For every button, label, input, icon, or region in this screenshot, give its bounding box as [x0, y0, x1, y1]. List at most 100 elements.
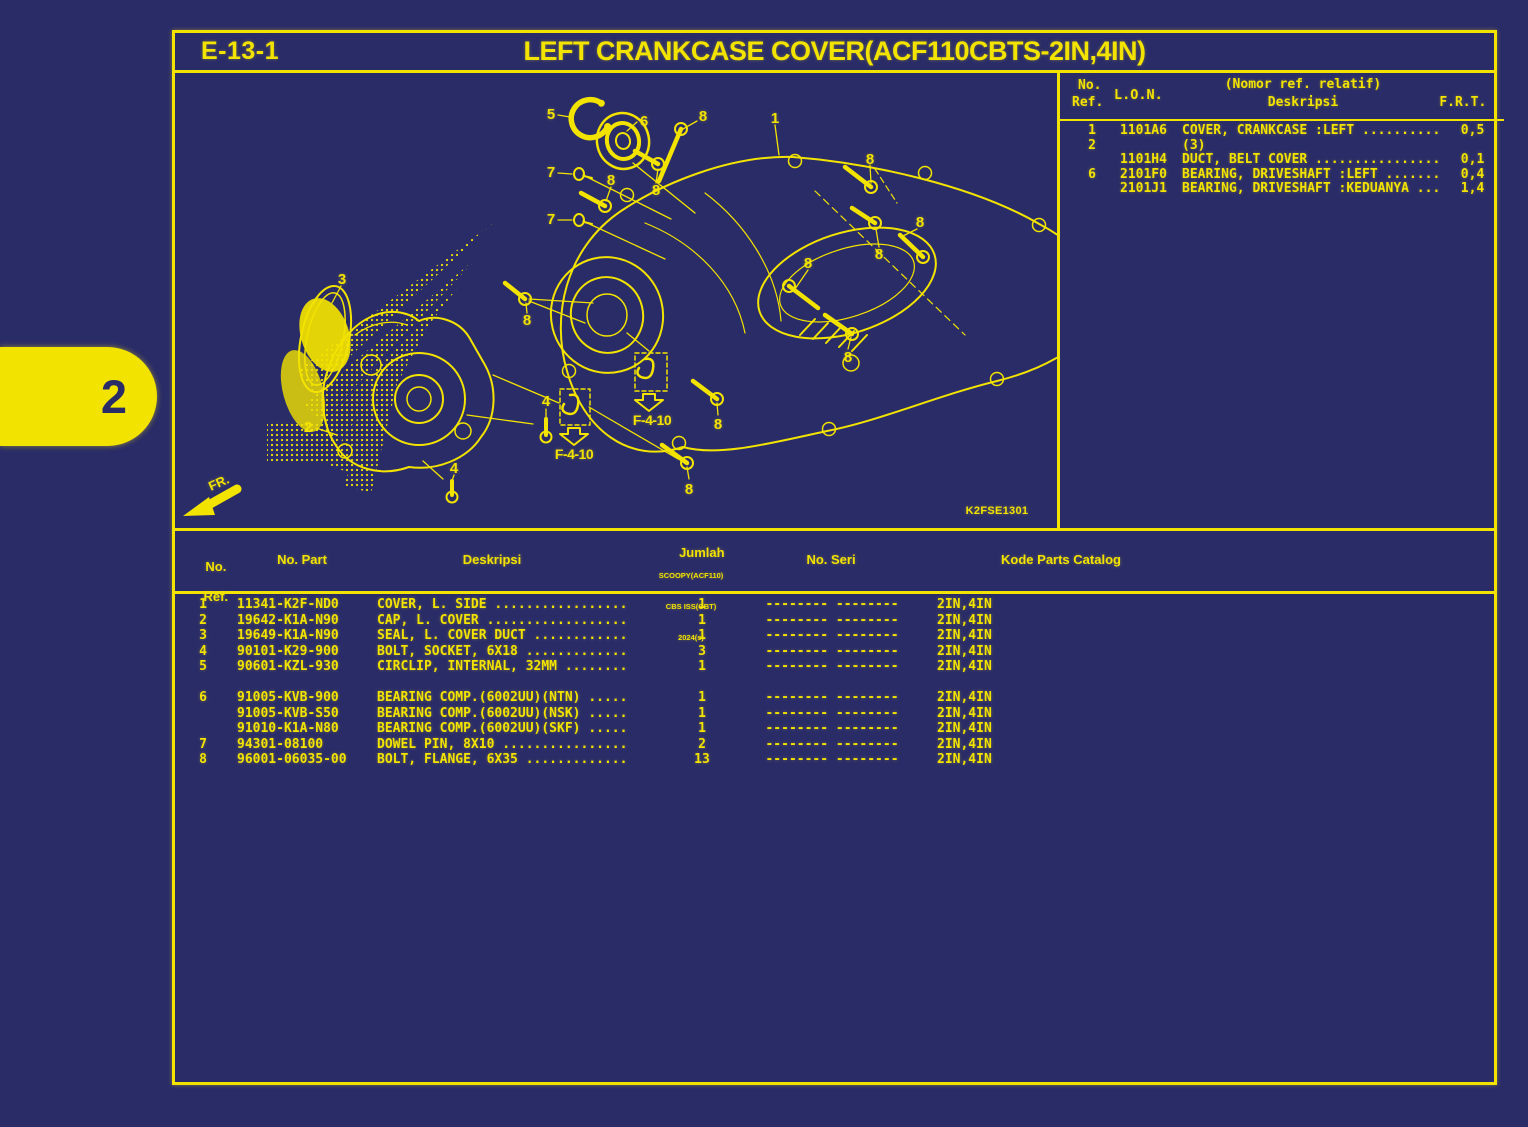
ref-frt: 0,5 — [1460, 123, 1485, 138]
part-kode: 2IN,4IN — [937, 659, 992, 675]
parts-table-rows: 1 11341-K2F-ND0 COVER, L. SIDE .........… — [175, 597, 1494, 768]
ref-lon: 1101H4 — [1120, 152, 1167, 168]
col-relative-note: (Nomor ref. relatif) — [1224, 77, 1382, 92]
table-row: 7 94301-08100 DOWEL PIN, 8X10 ..........… — [175, 737, 1494, 753]
callout: 8 — [652, 182, 660, 199]
callout: 4 — [450, 460, 459, 477]
part-desc: BEARING COMP.(6002UU)(SKF) ..... — [377, 721, 628, 737]
part-seri: -------- -------- — [765, 597, 899, 612]
table-row: 2 19642-K1A-N90 CAP, L. COVER ..........… — [175, 613, 1494, 629]
part-desc: BOLT, FLANGE, 6X35 ............. — [377, 752, 628, 768]
part-qty: 1 — [698, 597, 706, 612]
callout: 8 — [714, 416, 722, 433]
callout: 7 — [547, 211, 555, 228]
ref-frt: 0,4 — [1460, 166, 1485, 182]
ref-lon: 2101J1 — [1120, 181, 1167, 197]
part-kode: 2IN,4IN — [937, 612, 992, 628]
ref-desc: BEARING, DRIVESHAFT :LEFT ....... — [1182, 166, 1441, 182]
ref-no: 2 — [1088, 137, 1096, 153]
ref-row: 1101H4 DUCT, BELT COVER ................… — [1060, 153, 1504, 168]
callout: 8 — [875, 246, 883, 263]
part-qty: 1 — [698, 705, 706, 721]
part-qty: 1 — [698, 628, 706, 644]
cross-ref-f410-a: F-4-10 — [555, 446, 594, 462]
honda-wing-halftone — [267, 223, 493, 493]
callout: 8 — [844, 349, 852, 366]
section-tab-2[interactable]: 2 — [0, 347, 157, 446]
part-desc: DOWEL PIN, 8X10 ................ — [377, 736, 628, 752]
callout: 5 — [547, 106, 555, 123]
page-frame: E-13-1 LEFT CRANKCASE COVER(ACF110CBTS-2… — [172, 30, 1505, 1085]
col-no-ref: No. — [1078, 78, 1102, 93]
ref-frt: 1,4 — [1460, 181, 1485, 197]
col-deskripsi: Deskripsi — [1267, 95, 1339, 110]
col-no-seri: No. Seri — [806, 552, 856, 567]
part-number: 19642-K1A-N90 — [237, 612, 339, 628]
callout: 2 — [304, 419, 312, 436]
callout: 8 — [699, 108, 707, 125]
ref-no: 6 — [1088, 166, 1096, 182]
crankcase-cover-left — [549, 153, 1099, 453]
table-row: 4 90101-K29-900 BOLT, SOCKET, 6X18 .....… — [175, 644, 1494, 660]
ref-no — [1074, 182, 1110, 197]
part-ref: 4 — [199, 643, 207, 659]
honda-emboss-hatch — [799, 318, 868, 352]
exploded-diagram: 5 6 8 1 8 7 8 8 7 8 8 8 3 8 8 2 4 — [175, 73, 1099, 528]
ref-desc: BEARING, DRIVESHAFT :KEDUANYA ... — [1182, 181, 1441, 197]
part-desc: CIRCLIP, INTERNAL, 32MM ........ — [377, 659, 628, 675]
cap-left-cover — [321, 310, 495, 473]
leader-lines — [315, 114, 918, 482]
callout: 3 — [338, 271, 346, 288]
ref-lon: 2101F0 — [1120, 166, 1167, 182]
part-number: 11341-K2F-ND0 — [237, 597, 339, 612]
part-qty: 1 — [698, 612, 706, 628]
part-number: 90101-K29-900 — [237, 643, 339, 659]
ref-frt — [1440, 139, 1484, 154]
part-seri: -------- -------- — [765, 659, 899, 675]
col-lon: L.O.N. — [1114, 87, 1163, 103]
diagram-labels: 5 6 8 1 8 7 8 8 7 8 8 8 3 8 8 2 4 — [206, 106, 1028, 517]
part-ref: 8 — [199, 752, 207, 768]
part-ref: 2 — [199, 612, 207, 628]
callout: 4 — [542, 393, 551, 410]
part-qty: 1 — [698, 721, 706, 737]
ref-desc: DUCT, BELT COVER ................ — [1182, 152, 1441, 168]
callout: 7 — [547, 164, 555, 181]
ref-no — [1074, 153, 1110, 168]
detail-box-b — [634, 352, 668, 412]
part-kode: 2IN,4IN — [937, 736, 992, 752]
part-qty: 2 — [698, 736, 706, 752]
part-qty: 1 — [698, 689, 706, 705]
part-seri: -------- -------- — [765, 612, 899, 628]
content-row: 5 6 8 1 8 7 8 8 7 8 8 8 3 8 8 2 4 — [175, 73, 1505, 531]
table-row: 6 91005-KVB-900 BEARING COMP.(6002UU)(NT… — [175, 690, 1494, 706]
part-ref: 3 — [199, 628, 207, 644]
part-seri: -------- -------- — [765, 705, 899, 721]
col-frt: F.R.T. — [1439, 95, 1487, 110]
table-row: 8 96001-06035-00 BOLT, FLANGE, 6X35 ....… — [175, 752, 1494, 768]
diagram-svg: 5 6 8 1 8 7 8 8 7 8 8 8 3 8 8 2 4 — [183, 96, 1099, 517]
callout: 8 — [523, 312, 531, 329]
section-code: E-13-1 — [201, 37, 280, 65]
part-ref — [175, 721, 231, 737]
part-desc: SEAL, L. COVER DUCT ............ — [377, 628, 628, 644]
part-ref: 6 — [199, 689, 207, 705]
drawing-code: K2FSE1301 — [966, 505, 1029, 517]
ref-row: 2101J1 BEARING, DRIVESHAFT :KEDUANYA ...… — [1060, 182, 1504, 197]
table-row: 91010-K1A-N80 BEARING COMP.(6002UU)(SKF)… — [175, 721, 1494, 737]
table-row: 91005-KVB-S50 BEARING COMP.(6002UU)(NSK)… — [175, 706, 1494, 722]
part-qty: 13 — [694, 752, 710, 768]
part-kode: 2IN,4IN — [937, 721, 992, 737]
front-direction-arrow — [183, 484, 242, 516]
ref-desc: COVER, CRANKCASE :LEFT .......... — [1182, 123, 1441, 138]
part-number: 94301-08100 — [237, 736, 324, 752]
callout: 8 — [804, 255, 812, 272]
ref-row: 1 1101A6 COVER, CRANKCASE :LEFT ........… — [1060, 123, 1504, 139]
ref-desc: (3) — [1182, 137, 1206, 153]
part-kode: 2IN,4IN — [937, 597, 992, 612]
col-no-part: No. Part — [277, 552, 327, 567]
cross-ref-f410-b: F-4-10 — [633, 412, 672, 428]
part-ref: 1 — [199, 597, 207, 612]
col-kode-parts-catalog: Kode Parts Catalog — [1001, 552, 1121, 567]
